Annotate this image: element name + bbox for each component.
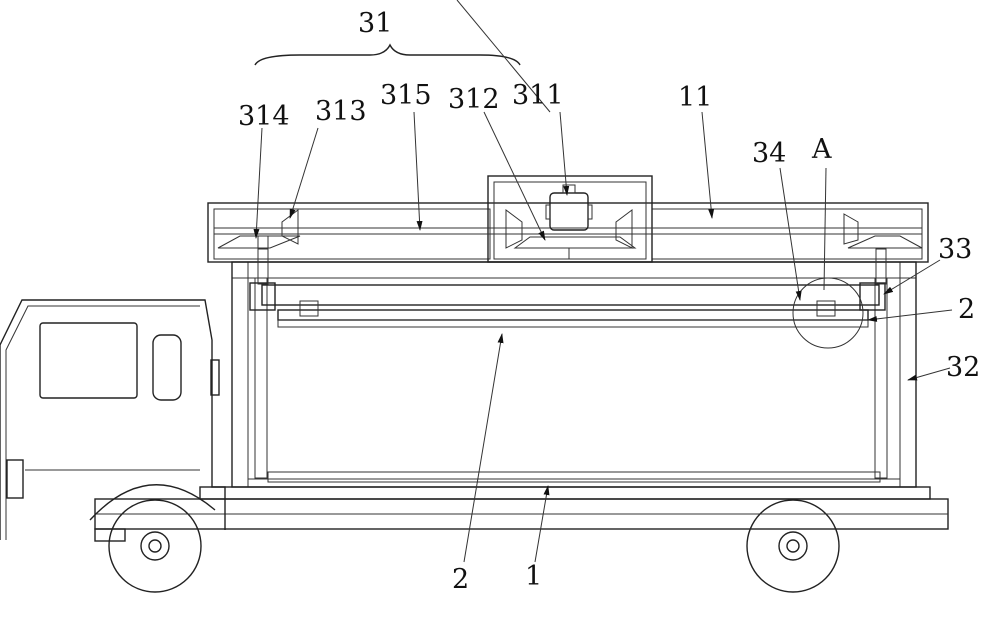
label-34: 34 (752, 138, 786, 169)
label-a: A (811, 134, 832, 165)
label-2-bottom: 2 (452, 564, 469, 595)
bevel-gears (217, 209, 923, 249)
label-1: 1 (525, 561, 542, 592)
label-312: 312 (448, 84, 500, 115)
label-32: 32 (946, 352, 980, 383)
label-313: 313 (315, 96, 367, 127)
lifting-plate-2 (277, 300, 869, 328)
label-311: 311 (512, 80, 564, 111)
floor-plate-1 (267, 471, 881, 483)
brace-31 (254, 43, 521, 66)
detail-circle-a (792, 277, 864, 349)
label-31: 31 (358, 8, 392, 39)
screw-shafts-314 (257, 248, 887, 285)
label-314: 314 (238, 101, 290, 132)
chassis-1 (94, 486, 949, 542)
label-11: 11 (678, 82, 712, 113)
leader-lines (253, 0, 953, 563)
front-wheel (108, 499, 202, 593)
truck-cab (0, 299, 226, 540)
rear-wheel (746, 499, 840, 593)
label-2-right: 2 (958, 294, 975, 325)
top-housing-11 (207, 175, 929, 263)
cargo-body-32 (231, 261, 917, 488)
guide-rail-34 (249, 282, 886, 311)
label-33: 33 (938, 234, 972, 265)
label-315: 315 (380, 80, 432, 111)
